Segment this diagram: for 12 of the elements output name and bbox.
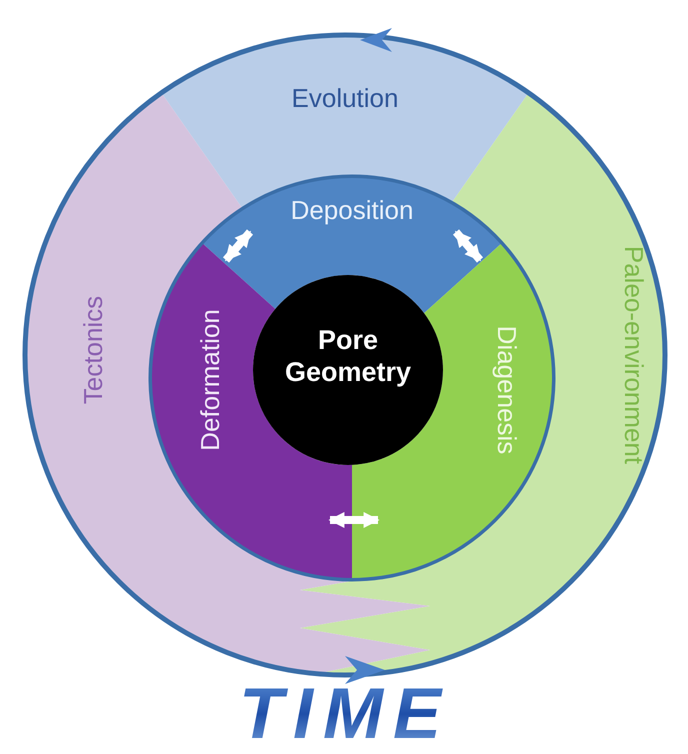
double-arrow (452, 229, 484, 263)
sector-label: Diagenesis (492, 326, 522, 454)
sector-label: Tectonics (78, 296, 108, 404)
center-circle (253, 275, 443, 465)
sector-label: Deformation (194, 309, 225, 451)
time-label: TIME (239, 674, 451, 754)
double-arrow (328, 512, 380, 528)
sector-label: Evolution (292, 82, 398, 113)
center-label: Pore Geometry (284, 324, 412, 388)
sector-label: Deposition (290, 194, 414, 225)
double-arrow (222, 229, 254, 263)
sector-label: Paleo-environment (619, 246, 650, 464)
